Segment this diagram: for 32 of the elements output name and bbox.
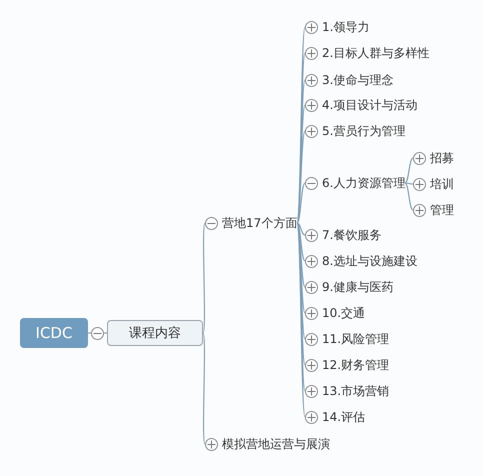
main-topic-box: 课程内容 xyxy=(107,320,203,346)
topic-label: 4.项目设计与活动 xyxy=(322,97,418,113)
topic-label: 模拟营地运营与展演 xyxy=(222,436,330,452)
connector-line xyxy=(296,130,306,224)
topic-label: 3.使命与理念 xyxy=(322,72,394,88)
connector-line xyxy=(202,332,206,444)
connector-line xyxy=(404,158,414,184)
topic-label: 营地17个方面 xyxy=(222,215,298,231)
topic-label: 2.目标人群与多样性 xyxy=(322,45,430,61)
topic-label: 11.风险管理 xyxy=(322,331,390,347)
topic-label: 13.市场营销 xyxy=(322,383,390,399)
topic-label: 7.餐饮服务 xyxy=(322,227,382,243)
topic-label: 招募 xyxy=(430,150,454,166)
topic-label: 管理 xyxy=(430,202,454,218)
topic-label: 12.财务管理 xyxy=(322,357,390,373)
topic-label: 9.健康与医药 xyxy=(322,279,394,295)
topic-label: 8.选址与设施建设 xyxy=(322,253,418,269)
connector-line xyxy=(202,222,206,334)
connector-line xyxy=(296,222,306,262)
connector-line xyxy=(296,222,306,236)
connector-line xyxy=(296,182,306,224)
connector-line xyxy=(296,222,306,340)
topic-label: 14.评估 xyxy=(322,409,366,425)
root-topic-box: ICDC xyxy=(20,318,88,348)
connector-line xyxy=(296,222,306,314)
connector-line xyxy=(296,222,306,366)
topic-label: 5.营员行为管理 xyxy=(322,123,406,139)
topic-label: 1.领导力 xyxy=(322,19,370,35)
connector-line xyxy=(404,182,414,210)
topic-label: 培训 xyxy=(430,176,454,192)
topic-label: 10.交通 xyxy=(322,305,366,321)
topic-label: 6.人力资源管理 xyxy=(322,175,406,191)
